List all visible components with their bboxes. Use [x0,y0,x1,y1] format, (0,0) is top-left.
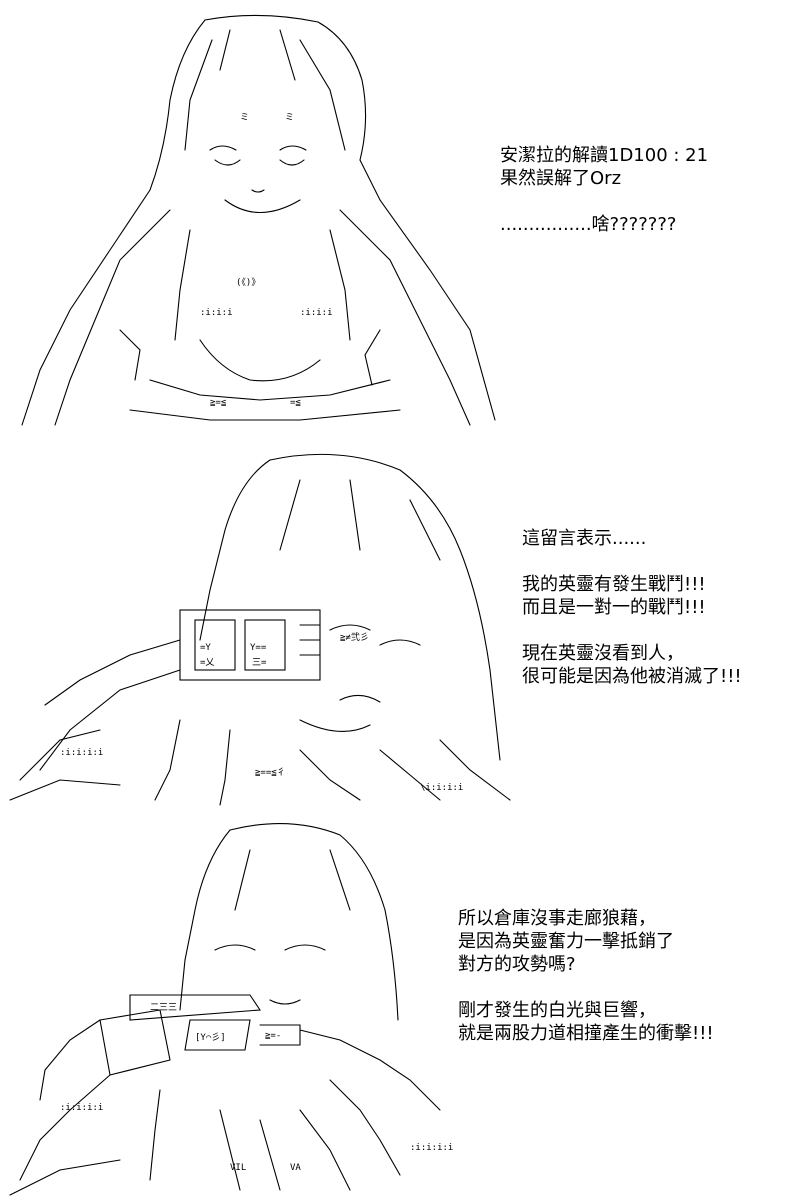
svg-text::i:i:i: :i:i:i [300,308,333,318]
girl-with-camera-illustration: 二三三 [Y⌒彡] ≧=- :i:i:i:i :i:i:i:i VIL VA [9,823,453,1196]
ascii-art-girl-sitting: ミ ミ (《)》 :i:i:i :i:i:i ≧=≦ =≦ [0,0,500,440]
dialogue-box: 這留言表示...... 我的英靈有發生戰鬥!!! 而且是一對一的戰鬥!!! 現在… [522,527,742,688]
svg-text:Y==: Y== [250,643,267,653]
dialogue-line: ................啥??????? [500,214,677,235]
panel-1: ミ ミ (《)》 :i:i:i :i:i:i ≧=≦ =≦ 安潔拉的解讀1D10… [0,0,800,440]
girl-sitting-illustration: ミ ミ (《)》 :i:i:i :i:i:i ≧=≦ =≦ [21,14,496,426]
dialogue-gap [522,619,742,642]
svg-text:≧==≦彳: ≧==≦彳 [255,768,286,778]
svg-text:[Y⌒彡]: [Y⌒彡] [195,1032,226,1043]
dialogue-line: 就是兩股力道相撞產生的衝擊!!! [458,1023,714,1044]
svg-text:=≦: =≦ [290,398,301,408]
dialogue-line: 對方的攻勢嗎? [458,954,576,975]
svg-text:≧≠弐彡: ≧≠弐彡 [340,631,369,643]
dialogue-line: 所以倉庫沒事走廊狼藉， [458,908,656,929]
dialogue-line: 是因為英靈奮力一擊抵銷了 [458,931,674,952]
ascii-art-girl-reading-phone: =Y Y== =乂 三= ≧≠弐彡 ≧==≦彳 :i:i:i:i \i:i:i:… [0,440,520,810]
dialogue-line: 而且是一對一的戰鬥!!! [522,597,706,618]
svg-text:VIL: VIL [230,1163,246,1173]
dialogue-line: 我的英靈有發生戰鬥!!! [522,574,706,595]
svg-text:ミ: ミ [240,113,249,123]
svg-text:二三三: 二三三 [150,1003,177,1013]
svg-text:≧=-: ≧=- [265,1031,281,1041]
panel-2: =Y Y== =乂 三= ≧≠弐彡 ≧==≦彳 :i:i:i:i \i:i:i:… [0,440,800,810]
svg-text::i:i:i:i: :i:i:i:i [60,748,103,758]
dialogue-line: 安潔拉的解讀1D100 : 21 [500,145,709,166]
svg-text::i:i:i: :i:i:i [200,308,233,318]
svg-text:三=: 三= [252,658,267,668]
svg-text:=乂: =乂 [200,658,214,668]
dialogue-box: 安潔拉的解讀1D100 : 21 果然誤解了Orz ..............… [500,144,708,236]
svg-text:≧=≦: ≧=≦ [210,398,227,408]
dialogue-gap [522,550,742,573]
dialogue-gap [500,190,708,213]
dialogue-line: 這留言表示...... [522,528,647,549]
girl-reading-phone-illustration: =Y Y== =乂 三= ≧≠弐彡 ≧==≦彳 :i:i:i:i \i:i:i:… [9,453,511,806]
svg-text::i:i:i:i: :i:i:i:i [410,1143,453,1153]
svg-text:\i:i:i:i: \i:i:i:i [420,783,463,793]
ascii-art-girl-with-camera: 二三三 [Y⌒彡] ≧=- :i:i:i:i :i:i:i:i VIL VA [0,810,460,1200]
dialogue-line: 果然誤解了Orz [500,168,622,189]
dialogue-line: 很可能是因為他被消滅了!!! [522,666,742,687]
svg-text::i:i:i:i: :i:i:i:i [60,1103,103,1113]
dialogue-box: 所以倉庫沒事走廊狼藉， 是因為英靈奮力一擊抵銷了 對方的攻勢嗎? 剛才發生的白光… [458,907,714,1045]
dialogue-line: 剛才發生的白光與巨響， [458,1000,656,1021]
svg-text:(《)》: (《)》 [236,277,260,288]
dialogue-line: 現在英靈沒看到人， [522,643,684,664]
svg-text:=Y: =Y [200,643,211,653]
panel-3: 二三三 [Y⌒彡] ≧=- :i:i:i:i :i:i:i:i VIL VA 所… [0,810,800,1200]
svg-text:VA: VA [290,1163,301,1173]
svg-text:ミ: ミ [285,113,294,123]
dialogue-gap [458,976,714,999]
